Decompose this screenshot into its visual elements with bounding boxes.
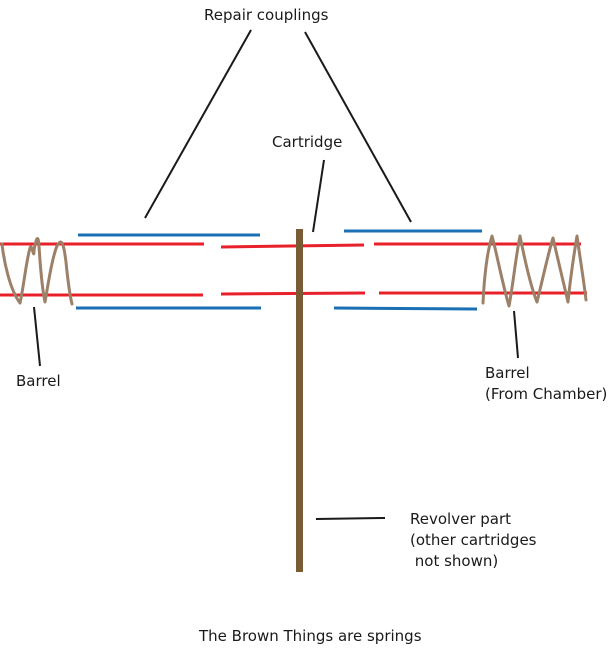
leader-line-barrel-left <box>33 306 41 367</box>
label-barrel-right: Barrel <box>485 364 530 382</box>
spring-right <box>481 234 588 308</box>
footer-caption: The Brown Things are springs <box>198 627 422 645</box>
barrel-mid-top <box>220 243 365 249</box>
leader-line-coupling-left <box>144 29 252 219</box>
label-barrel-left: Barrel <box>16 372 61 390</box>
label-cartridge: Cartridge <box>272 133 342 151</box>
label-repair-couplings: Repair couplings <box>204 6 329 24</box>
coupling-right-bottom <box>333 306 478 311</box>
label-barrel-right-sub: (From Chamber) <box>485 385 607 403</box>
label-revolver-part: Revolver part <box>410 510 511 528</box>
leader-line-cartridge <box>312 159 325 233</box>
leader-line-revolver <box>315 517 386 520</box>
spring-left <box>0 236 74 306</box>
label-revolver-note-2: not shown) <box>410 552 498 570</box>
label-revolver-note-1: (other cartridges <box>410 531 537 549</box>
leader-line-coupling-right <box>304 31 412 223</box>
barrel-mid-bottom <box>220 291 366 296</box>
leader-line-barrel-right <box>513 310 519 359</box>
revolver-part <box>296 229 303 572</box>
